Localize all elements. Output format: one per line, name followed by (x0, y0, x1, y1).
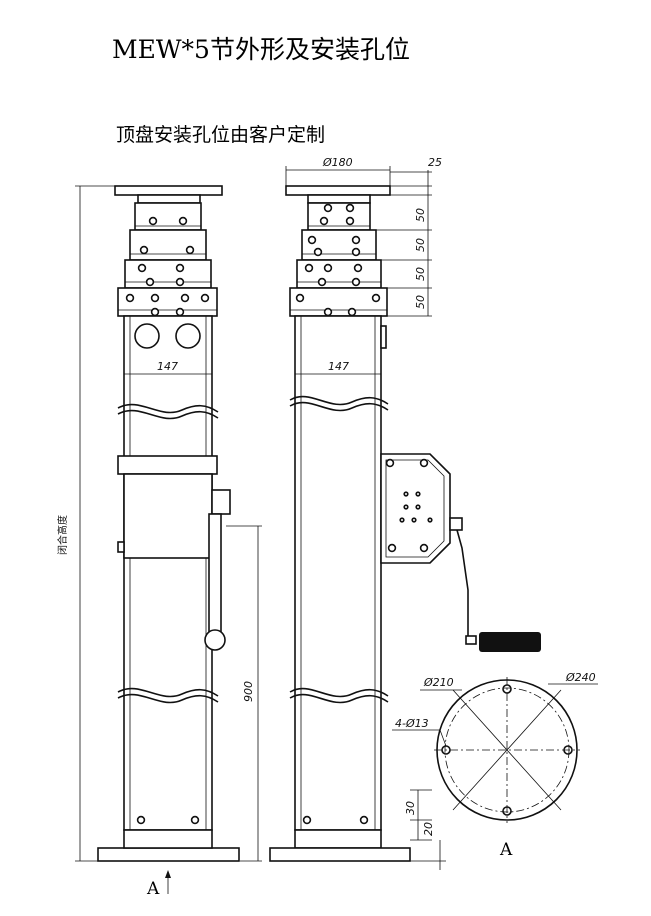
bolt-icon (145, 277, 155, 287)
bolt-icon (351, 247, 361, 257)
bolt-icon (323, 203, 333, 213)
side-section-4 (289, 287, 388, 317)
bolt-icon (359, 815, 369, 825)
section-step-label-4: 50 (414, 295, 427, 309)
bolt-icon (351, 235, 361, 245)
side-section-1 (307, 202, 371, 231)
front-winch-housing (123, 473, 213, 559)
bolt-icon (353, 263, 363, 273)
bolt-icon (419, 458, 429, 468)
bolt-icon (139, 245, 149, 255)
plug-left-icon (134, 323, 160, 349)
bolt-icon (200, 293, 210, 303)
side-base-plate (269, 847, 411, 862)
front-crank-handle (208, 513, 222, 633)
side-crank-arm (456, 529, 469, 640)
bolt-icon (345, 216, 355, 226)
front-section-3 (124, 259, 212, 289)
base-holes-label: 4-Ø13 (395, 717, 429, 730)
closed-height-label: 闭合高度 (56, 515, 69, 555)
front-base-plate (97, 847, 240, 862)
bolt-icon (150, 293, 160, 303)
view-arrow-icon (165, 870, 171, 878)
base-dim-20-label: 20 (422, 822, 435, 836)
bolt-icon (427, 517, 433, 523)
side-main-tube (294, 315, 382, 831)
bolt-icon (323, 307, 333, 317)
base-view: Ø210 Ø240 4-Ø13 30 20 A (392, 671, 598, 870)
bolt-icon (385, 458, 395, 468)
front-bolts (125, 216, 210, 825)
base-hole-top-icon (502, 684, 512, 694)
section-step-label-2: 50 (414, 238, 427, 252)
handle-height-label: 900 (242, 681, 255, 702)
side-view: Ø180 25 50 50 50 50 147 (269, 156, 541, 862)
bolt-icon (302, 815, 312, 825)
view-arrow-label: A (146, 879, 160, 899)
bolt-icon (307, 235, 317, 245)
side-width-label: 147 (328, 360, 349, 373)
base-hole-bottom-icon (502, 806, 512, 816)
bolt-icon (319, 216, 329, 226)
bolt-icon (175, 307, 185, 317)
section-step-label-1: 50 (414, 208, 427, 222)
bolt-icon (411, 517, 417, 523)
front-section-4 (117, 287, 218, 317)
bolt-icon (148, 216, 158, 226)
front-main-tube (123, 315, 213, 831)
bolt-icon (351, 277, 361, 287)
bolt-icon (323, 263, 333, 273)
base-circle-label: Ø210 (423, 676, 454, 689)
bolt-icon (403, 504, 409, 510)
bolt-icon (347, 307, 357, 317)
bolt-icon (136, 815, 146, 825)
bolt-icon (371, 293, 381, 303)
bolt-icon (415, 491, 421, 497)
side-top-plate (285, 185, 391, 196)
front-width-label: 147 (157, 360, 178, 373)
bolt-icon (175, 263, 185, 273)
bolt-icon (180, 293, 190, 303)
top-thickness-label: 25 (428, 156, 442, 169)
bolt-icon (345, 203, 355, 213)
page-title: MEW*5节外形及安装孔位 (112, 35, 410, 64)
base-dim-30-label: 30 (404, 801, 417, 815)
side-crank-grip (479, 632, 541, 652)
bolt-icon (185, 245, 195, 255)
bolt-icon (175, 277, 185, 287)
front-section-2 (129, 229, 207, 261)
top-diameter-label: Ø180 (322, 156, 353, 169)
base-hole-right-icon (563, 745, 573, 755)
bolt-icon (403, 491, 409, 497)
front-view: 闭合高度 900 147 A (56, 185, 262, 899)
section-step-label-3: 50 (414, 267, 427, 281)
bolt-icon (399, 517, 405, 523)
bolt-icon (125, 293, 135, 303)
bolt-icon (178, 216, 188, 226)
bolt-icon (304, 263, 314, 273)
bolt-icon (317, 277, 327, 287)
section-view-label: A (499, 840, 513, 860)
bolt-icon (295, 293, 305, 303)
bolt-icon (415, 504, 421, 510)
side-winch-box (380, 453, 451, 564)
bolt-icon (313, 247, 323, 257)
page-subtitle: 顶盘安装孔位由客户定制 (116, 124, 325, 146)
plug-right-icon (175, 323, 201, 349)
front-top-plate (114, 185, 223, 196)
bolt-icon (387, 543, 397, 553)
base-outer-label: Ø240 (565, 671, 596, 684)
bolt-icon (190, 815, 200, 825)
bolt-icon (419, 543, 429, 553)
side-bolts (295, 203, 433, 825)
bolt-icon (150, 307, 160, 317)
front-crank-knob-icon (204, 629, 226, 651)
bolt-icon (137, 263, 147, 273)
side-section-2 (301, 229, 377, 261)
